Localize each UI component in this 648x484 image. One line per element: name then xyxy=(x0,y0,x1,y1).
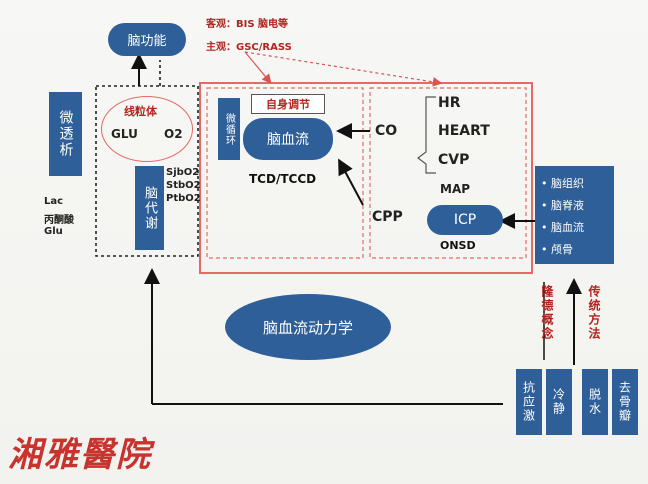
metabolite-pyruvate: 丙酮酸 xyxy=(44,215,74,226)
onsd-label: ONSD xyxy=(440,239,476,252)
mitochondria-ellipse xyxy=(101,96,193,162)
cerebral-hemodynamics-ellipse: 脑血流动力学 xyxy=(225,294,391,360)
dehydration-box: 脱水 xyxy=(582,369,608,435)
metabolite-glu: Glu xyxy=(44,226,63,237)
brain-metabolism-box: 脑代谢 xyxy=(135,166,164,250)
metabolism-frame xyxy=(95,85,199,257)
microcirculation-box: 微循环 xyxy=(218,98,240,160)
component-csf: • 脑脊液 xyxy=(541,199,584,212)
brain-function-pill: 脑功能 xyxy=(108,23,186,56)
glu-label: GLU xyxy=(111,127,138,141)
tcd-label: TCD/TCCD xyxy=(249,172,317,186)
monro-kellie-label: 隆德概念 xyxy=(540,285,554,341)
map-label: MAP xyxy=(440,182,471,196)
cbf-dashed-frame xyxy=(206,87,364,259)
stbo2-label: StbO2 xyxy=(166,180,201,191)
icp-pill: ICP xyxy=(427,205,503,235)
cpp-label: CPP xyxy=(372,209,403,225)
co-label: CO xyxy=(375,123,398,139)
heart-label: HEART xyxy=(438,123,490,139)
hr-label: HR xyxy=(438,95,461,111)
sedation-box: 冷静 xyxy=(546,369,572,435)
component-skull: • 颅骨 xyxy=(541,243,573,256)
component-blood-flow: • 脑血流 xyxy=(541,221,584,234)
decompression-box: 去骨瓣 xyxy=(612,369,638,435)
cvp-label: CVP xyxy=(438,152,470,168)
intracranial-components-box: • 脑组织 • 脑脊液 • 脑血流 • 颅骨 xyxy=(535,166,614,264)
subjective-label: 主观：GSC/RASS xyxy=(206,42,292,53)
pressure-dashed-frame xyxy=(369,87,527,259)
microdialysis-box: 微透析 xyxy=(49,92,82,176)
traditional-methods-label: 传统方法 xyxy=(587,285,601,341)
mitochondria-label: 线粒体 xyxy=(124,105,157,118)
cbf-pill: 脑血流 xyxy=(243,118,333,160)
component-brain-tissue: • 脑组织 xyxy=(541,177,584,190)
anti-stress-box: 抗应激 xyxy=(516,369,542,435)
hemodynamics-frame xyxy=(199,82,533,274)
watermark-logo: 湘雅醫院 xyxy=(8,435,152,475)
o2-label: O2 xyxy=(164,127,183,141)
objective-label: 客观：BIS 脑电等 xyxy=(206,19,289,30)
sjbo2-label: SjbO2 xyxy=(166,167,200,178)
ptbo2-label: PtbO2 xyxy=(166,193,201,204)
autoregulation-box: 自身调节 xyxy=(251,94,325,114)
metabolite-lac: Lac xyxy=(44,196,64,207)
